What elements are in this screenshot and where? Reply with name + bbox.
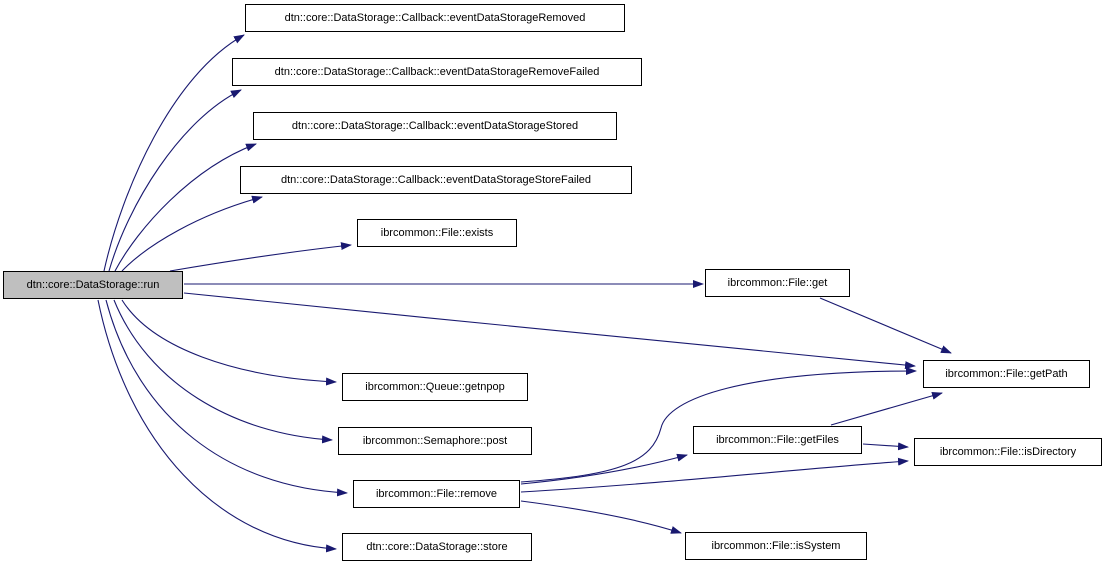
edge-run-to-store <box>97 299 337 553</box>
edge-run-to-exists <box>169 242 352 272</box>
edge-run-to-evstored <box>114 143 257 272</box>
edge-remove-to-isdirectory <box>520 457 909 493</box>
node-getfiles[interactable]: ibrcommon::File::getFiles <box>693 426 862 454</box>
edge-run-to-evremoved <box>103 34 245 272</box>
edge-run-to-evstorefailed <box>121 195 263 272</box>
node-post[interactable]: ibrcommon::Semaphore::post <box>338 427 532 455</box>
edge-remove-to-issystem <box>520 500 682 534</box>
edge-remove-to-getpath <box>520 367 917 483</box>
node-get[interactable]: ibrcommon::File::get <box>705 269 850 297</box>
edge-run-to-getnpop <box>121 299 337 386</box>
edge-run-to-getpath <box>183 292 916 370</box>
node-evstored[interactable]: dtn::core::DataStorage::Callback::eventD… <box>253 112 617 140</box>
edge-getfiles-to-getpath <box>830 391 943 426</box>
node-isdirectory[interactable]: ibrcommon::File::isDirectory <box>914 438 1102 466</box>
edge-run-to-remove <box>105 299 348 497</box>
node-getpath[interactable]: ibrcommon::File::getPath <box>923 360 1090 388</box>
edge-get-to-getpath <box>819 297 952 354</box>
node-evremovefailed[interactable]: dtn::core::DataStorage::Callback::eventD… <box>232 58 642 86</box>
edge-run-to-evremovefailed <box>108 89 242 272</box>
node-issystem[interactable]: ibrcommon::File::isSystem <box>685 532 867 560</box>
node-run: dtn::core::DataStorage::run <box>3 271 183 299</box>
node-exists[interactable]: ibrcommon::File::exists <box>357 219 517 247</box>
edge-getfiles-to-isdirectory <box>862 442 909 451</box>
node-getnpop[interactable]: ibrcommon::Queue::getnpop <box>342 373 528 401</box>
node-store[interactable]: dtn::core::DataStorage::store <box>342 533 532 561</box>
node-evremoved[interactable]: dtn::core::DataStorage::Callback::eventD… <box>245 4 625 32</box>
node-remove[interactable]: ibrcommon::File::remove <box>353 480 520 508</box>
edge-run-to-post <box>113 299 333 444</box>
edge-remove-to-getfiles <box>520 453 688 485</box>
node-evstorefailed[interactable]: dtn::core::DataStorage::Callback::eventD… <box>240 166 632 194</box>
